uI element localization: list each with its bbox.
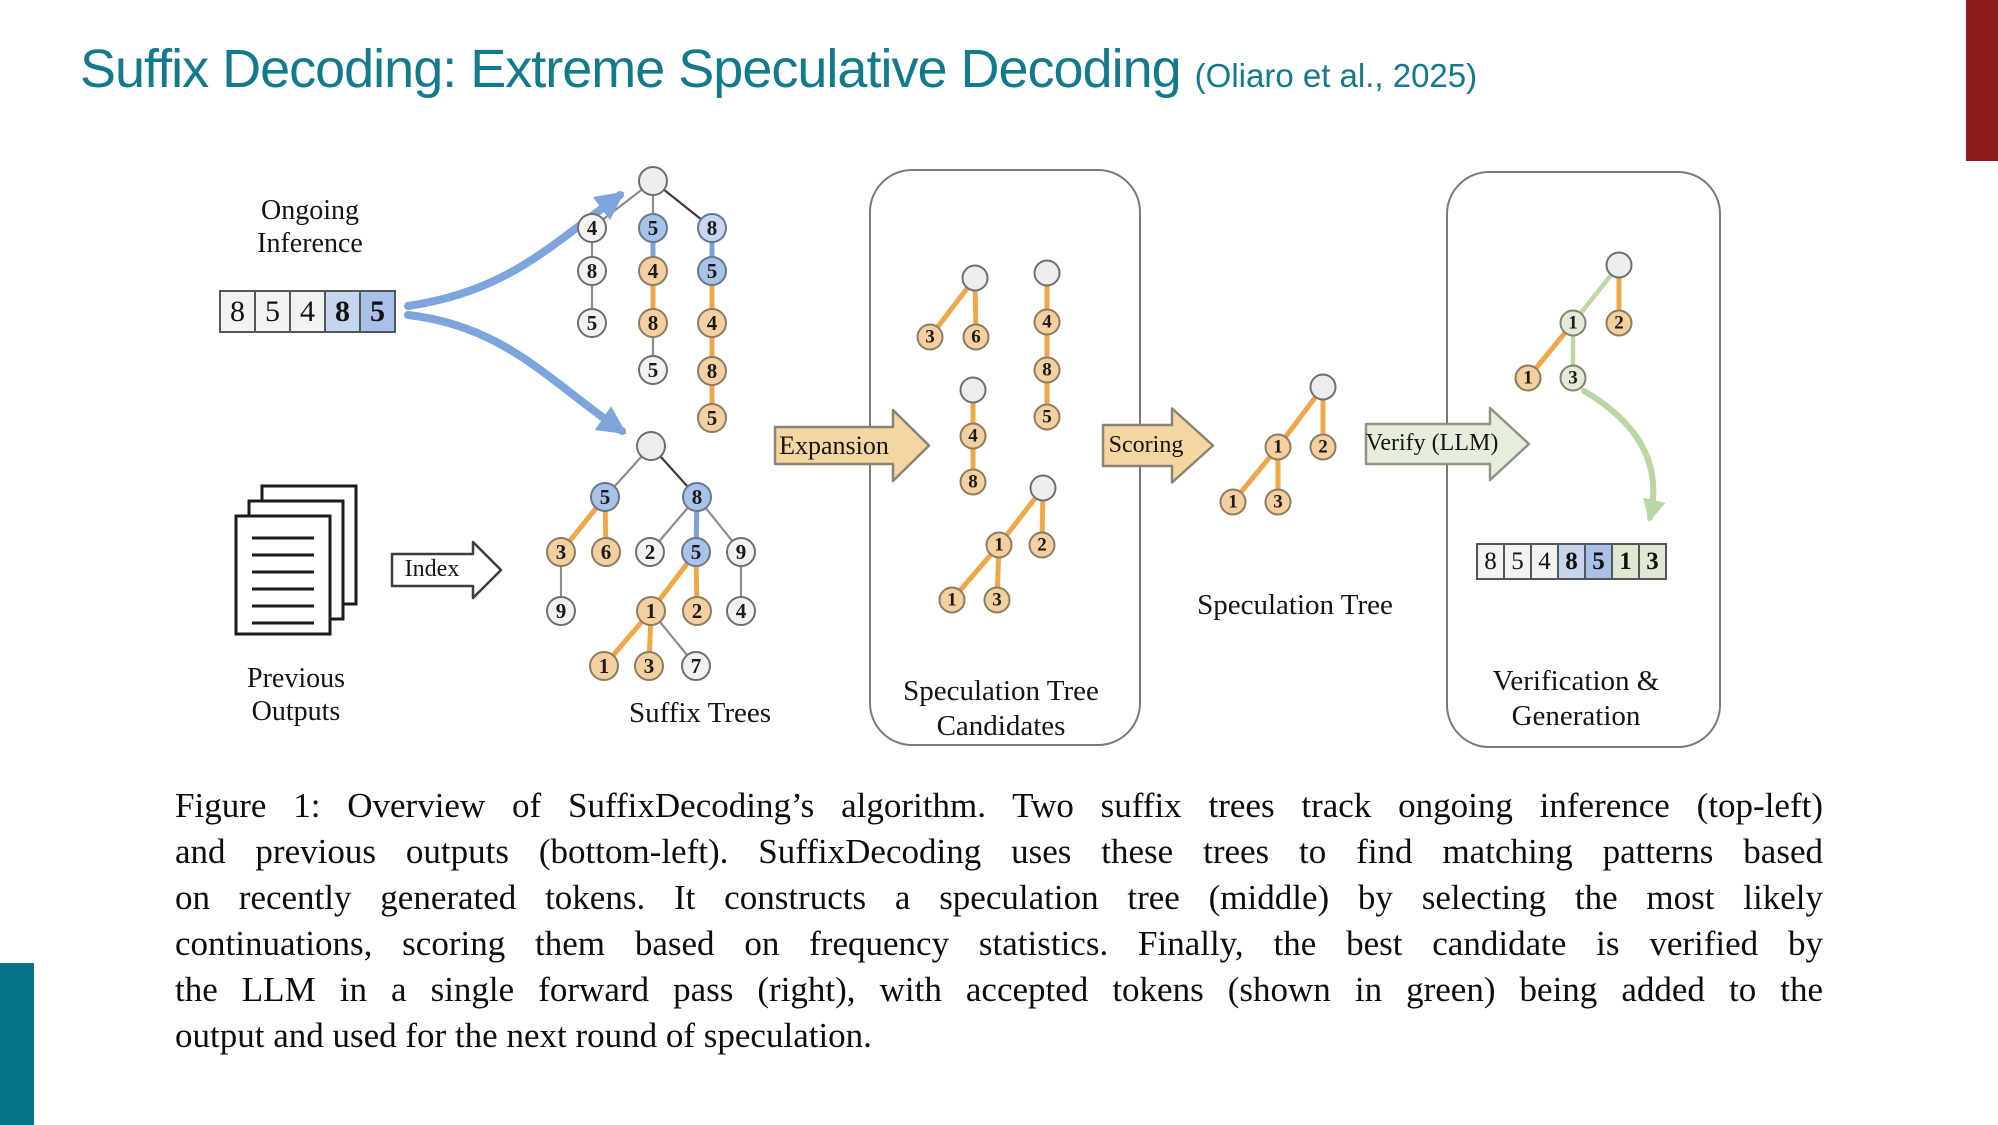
documents-icon [234,484,358,636]
token-cell-1: 1 [1611,543,1640,580]
token-cell-5: 5 [1584,543,1613,580]
verification-tree-edges [1526,263,1622,380]
previous-outputs-line2: Outputs [251,696,341,727]
token-cell-4: 4 [1530,543,1559,580]
verify-llm-arrow-label: Verify (LLM) [1365,430,1499,456]
previous-tree-edges [559,445,743,668]
verification-label-line1: Verification & [1492,665,1660,697]
ongoing-inference-line1: Ongoing [261,195,359,226]
candidates-label-line2: Candidates [936,710,1066,742]
accent-bar-red [1966,0,1998,161]
token-cell-8: 8 [1557,543,1586,580]
slide-title-citation: (Oliaro et al., 2025) [1194,57,1478,94]
verification-generation-label: Verification & Generation [1493,664,1660,734]
token-cell-5: 5 [1503,543,1532,580]
expansion-arrow [773,408,931,483]
caption-line-5: the LLM in a single forward pass (right)… [175,970,1823,1009]
index-arrow [390,540,503,600]
token-cell-5: 5 [254,290,291,333]
token-cell-3: 3 [1638,543,1667,580]
ongoing-inference-line2: Inference [257,228,363,259]
token-cell-8: 8 [1476,543,1505,580]
index-arrow-label: Index [404,556,460,582]
caption-line-3: on recently generated tokens. It constru… [175,878,1823,917]
scoring-arrow-label: Scoring [1108,432,1184,458]
ongoing-tree-edges [590,180,715,418]
verify-llm-arrow [1364,406,1531,482]
caption-line-6: output and used for the next round of sp… [175,1016,872,1055]
ongoing-inference-label: Ongoing Inference [257,194,363,260]
match-curve-arrows [404,191,627,435]
figure-caption: Figure 1: Overview of SuffixDecoding’s a… [175,783,1823,1059]
speculation-tree-label: Speculation Tree [1197,589,1393,621]
previous-outputs-label: Previous Outputs [247,662,345,728]
expansion-arrow-label: Expansion [779,431,889,460]
token-cell-5: 5 [359,290,396,333]
suffix-trees-label: Suffix Trees [628,697,772,729]
speculation-tree-edges [1231,385,1326,504]
verification-label-line2: Generation [1511,700,1641,732]
candidate-trees-edges [928,273,1050,602]
token-cell-4: 4 [289,290,326,333]
accent-bar-teal [0,963,34,1125]
slide-title-text: Suffix Decoding: Extreme Speculative Dec… [80,39,1182,99]
speculation-tree-candidates-label: Speculation Tree Candidates [903,674,1099,744]
previous-outputs-line1: Previous [247,663,345,694]
token-cell-8: 8 [324,290,361,333]
accepted-tokens-curve-arrow [1581,388,1666,523]
candidates-label-line1: Speculation Tree [903,675,1099,707]
caption-line-1: Figure 1: Overview of SuffixDecoding’s a… [175,786,1823,825]
scoring-arrow [1101,407,1215,484]
caption-line-2: and previous outputs (bottom-left). Suff… [175,832,1823,871]
caption-line-4: continuations, scoring them based on fre… [175,924,1823,963]
slide-title: Suffix Decoding: Extreme Speculative Dec… [80,38,1477,100]
token-cell-8: 8 [219,290,256,333]
